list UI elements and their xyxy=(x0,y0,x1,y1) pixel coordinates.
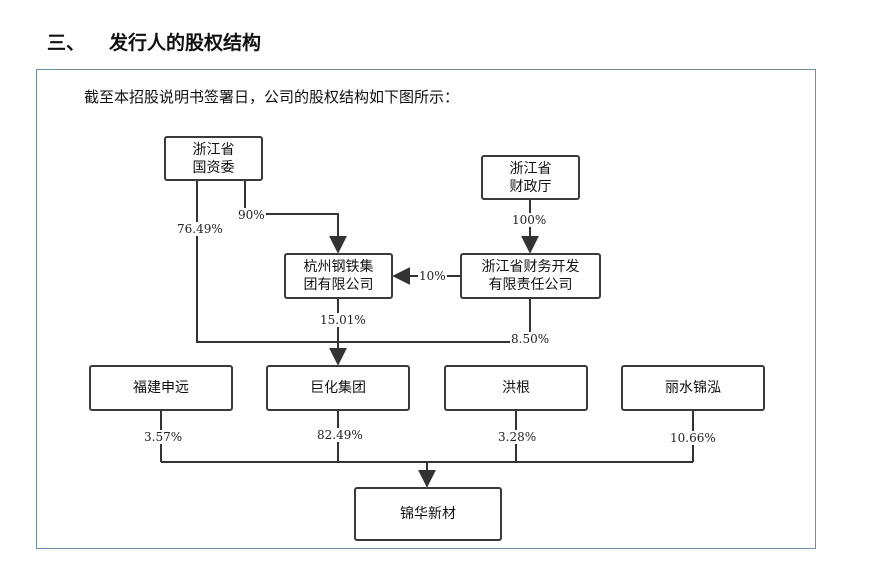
pct-dev-juhua: 8.50% xyxy=(510,332,551,346)
pct-honggen-jinhua: 3.28% xyxy=(497,430,538,444)
entity-zj-sasac: 浙江省 国资委 xyxy=(164,136,263,181)
pct-sasac-juhua: 76.49% xyxy=(176,222,224,236)
entity-lishui-jinhong: 丽水锦泓 xyxy=(621,365,765,411)
figure-frame xyxy=(36,69,816,549)
entity-zj-finance: 浙江省 财政厅 xyxy=(481,155,580,200)
entity-fujian-shenyuan: 福建申远 xyxy=(89,365,233,411)
pct-juhua-jinhua: 82.49% xyxy=(316,428,364,442)
entity-jinhua: 锦华新材 xyxy=(354,487,502,541)
intro-text: 截至本招股说明书签署日，公司的股权结构如下图所示： xyxy=(84,88,460,106)
pct-sasac-hzsteel: 90% xyxy=(237,208,266,222)
pct-dev-hzsteel: 10% xyxy=(418,269,447,283)
pct-hzsteel-juhua: 15.01% xyxy=(319,313,367,327)
section-title: 发行人的股权结构 xyxy=(109,32,262,54)
entity-honggen: 洪根 xyxy=(444,365,588,411)
section-number: 三、 xyxy=(47,32,86,54)
line-dev-juhua xyxy=(338,298,531,343)
line-sasac-hzsteel xyxy=(244,180,347,254)
entity-hz-steel: 杭州钢铁集 团有限公司 xyxy=(284,253,393,299)
pct-lishui-jinhua: 10.66% xyxy=(669,431,717,445)
entity-zj-finance-dev: 浙江省财务开发 有限责任公司 xyxy=(460,253,601,299)
section-heading: 三、 发行人的股权结构 xyxy=(47,28,261,55)
pct-fujian-jinhua: 3.57% xyxy=(143,430,184,444)
entity-juhua: 巨化集团 xyxy=(266,365,410,411)
pct-finance-dev: 100% xyxy=(511,213,548,227)
